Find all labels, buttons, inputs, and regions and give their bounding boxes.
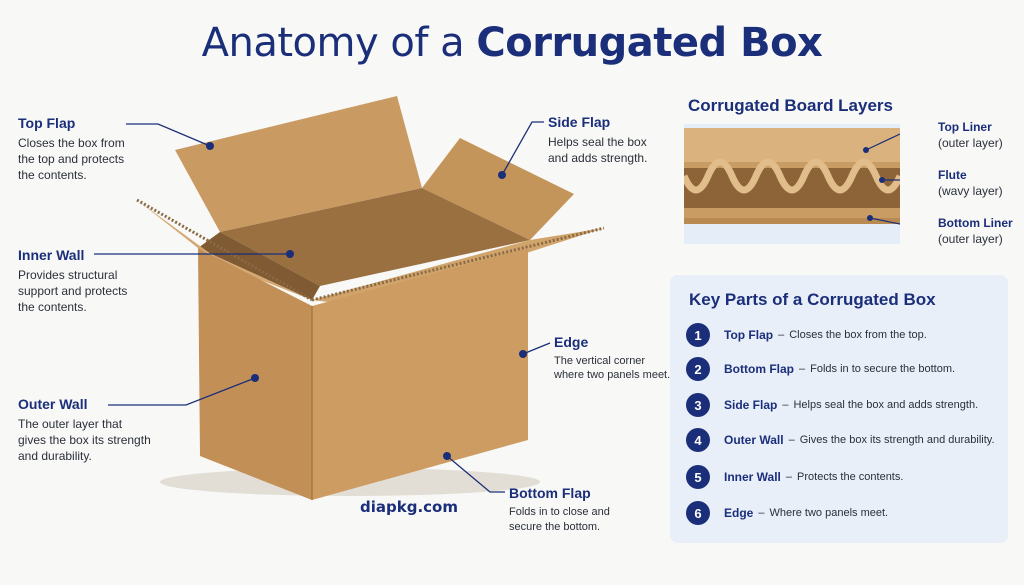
key-part-item: 2 Bottom Flap–Folds in to secure the bot… xyxy=(686,356,955,382)
number-badge-icon: 1 xyxy=(686,323,710,347)
key-parts-title: Key Parts of a Corrugated Box xyxy=(689,290,936,309)
leader-bottom-flap xyxy=(446,455,505,493)
dot-bottom-flap xyxy=(443,452,451,460)
bottom-flap-title: Bottom Flap xyxy=(509,485,591,501)
layers-title: Corrugated Board Layers xyxy=(688,96,893,115)
side-flap-title: Side Flap xyxy=(548,114,611,130)
title-light: Anatomy of a xyxy=(201,20,477,66)
dot-top-flap xyxy=(206,142,214,150)
number-badge-icon: 2 xyxy=(686,357,710,381)
layer-label-bottom-liner: Bottom Liner(outer layer) xyxy=(938,216,1013,246)
key-part-item: 4 Outer Wall–Gives the box its strength … xyxy=(686,427,995,453)
layer-label-top-liner: Top Liner(outer layer) xyxy=(938,120,1003,150)
leader-side-flap xyxy=(501,121,544,176)
side-flap-shape xyxy=(422,138,574,240)
top-flap-title: Top Flap xyxy=(18,115,76,131)
bottom-liner-layer xyxy=(684,208,900,218)
page-title: Anatomy of a Corrugated Box xyxy=(0,20,1024,66)
inner-wall-title: Inner Wall xyxy=(18,247,85,263)
leader-outer-wall xyxy=(108,377,256,406)
key-part-item: 1 Top Flap–Closes the box from the top. xyxy=(686,322,927,348)
key-parts-panel: Key Parts of a Corrugated Box 1 Top Flap… xyxy=(670,275,1008,543)
outer-front-wall xyxy=(312,248,528,500)
leader-edge xyxy=(522,342,551,355)
flute-wave xyxy=(680,158,904,194)
key-part-item: 6 Edge–Where two panels meet. xyxy=(686,500,888,526)
dot-outer-wall xyxy=(251,374,259,382)
key-part-item: 5 Inner Wall–Protects the contents. xyxy=(686,464,903,490)
brand-watermark: diapkg.com xyxy=(360,498,458,516)
layer-label-flute: Flute(wavy layer) xyxy=(938,168,1003,198)
inner-side-wall xyxy=(198,232,320,300)
leader-top-flap xyxy=(126,123,211,147)
dot-inner-wall xyxy=(286,250,294,258)
corrugated-cross-section xyxy=(680,124,904,244)
dot-side-flap xyxy=(498,171,506,179)
number-badge-icon: 6 xyxy=(686,501,710,525)
edge-title: Edge xyxy=(554,334,589,350)
title-bold: Corrugated Box xyxy=(476,20,823,66)
dot-edge xyxy=(519,350,527,358)
number-badge-icon: 5 xyxy=(686,465,710,489)
layers-panel xyxy=(680,124,904,244)
left-flap-edge xyxy=(136,198,313,302)
key-part-item: 3 Side Flap–Helps seal the box and adds … xyxy=(686,392,978,418)
number-badge-icon: 4 xyxy=(686,428,710,452)
outer-wall-title: Outer Wall xyxy=(18,396,88,412)
inner-back-wall xyxy=(220,188,530,286)
top-flap-shape xyxy=(175,96,422,232)
number-badge-icon: 3 xyxy=(686,393,710,417)
